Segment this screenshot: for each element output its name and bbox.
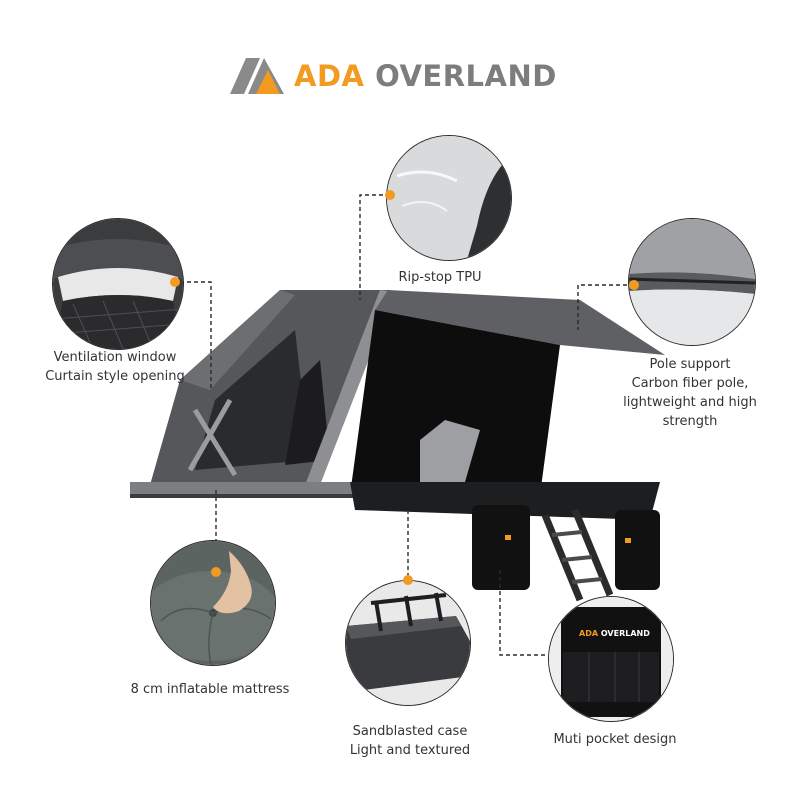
brand-name-overland: OVERLAND — [364, 59, 557, 93]
leader-dot — [403, 575, 413, 585]
pole-support-image — [628, 218, 756, 346]
leader-dot — [211, 567, 221, 577]
shoe-bag-right — [615, 510, 660, 590]
tpu-image — [386, 135, 512, 261]
tent-inner-dark — [285, 360, 330, 465]
tent-illustration — [130, 290, 665, 602]
mattress-caption: 8 cm inflatable mattress — [110, 680, 310, 699]
brand-logo-icon — [230, 58, 284, 94]
case-caption: Sandblasted case Light and textured — [320, 722, 500, 760]
ventilation-window-image — [52, 218, 184, 350]
pole-caption: Pole support Carbon fiber pole, lightwei… — [610, 355, 770, 431]
multi-pocket-image: ADA OVERLAND — [548, 596, 674, 722]
pole-caption-line4: strength — [662, 414, 718, 429]
brand-header: ADA OVERLAND — [230, 52, 557, 100]
ventilation-caption-line1: Ventilation window — [53, 350, 177, 365]
case-caption-line1: Sandblasted case — [352, 724, 468, 739]
pocket-caption-line1: Muti pocket design — [553, 732, 677, 747]
shoe-bag-left — [472, 505, 530, 590]
tpu-caption-line1: Rip-stop TPU — [398, 270, 482, 285]
pocket-bag-label: ADA OVERLAND — [579, 629, 650, 638]
tent-door-opening — [350, 310, 560, 495]
ventilation-caption: Ventilation window Curtain style opening — [30, 348, 200, 386]
ventilation-caption-line2: Curtain style opening — [45, 369, 185, 384]
pocket-caption: Muti pocket design — [535, 730, 695, 749]
tent-floor-extension — [350, 482, 660, 520]
case-caption-line2: Light and textured — [349, 743, 471, 758]
pocket-bag-label-ada: ADA — [579, 629, 599, 638]
pole-caption-line1: Pole support — [649, 357, 731, 372]
leader-dot — [170, 277, 180, 287]
leader-tpu — [359, 194, 390, 300]
mattress-image — [150, 540, 276, 666]
leader-pole — [577, 284, 634, 330]
tent-awning — [375, 290, 665, 355]
tent-frame-left-cross — [192, 408, 238, 477]
tent-interior-mattress — [420, 420, 480, 482]
leader-dot — [385, 190, 395, 200]
sandblasted-case-image — [345, 580, 471, 706]
pole-caption-line2: Carbon fiber pole, — [631, 376, 749, 391]
leader-dot — [629, 280, 639, 290]
brand-name: ADA OVERLAND — [294, 59, 557, 93]
pole-caption-line3: lightweight and high — [623, 395, 757, 410]
tpu-caption: Rip-stop TPU — [380, 268, 500, 287]
ladder-left-rail — [541, 513, 584, 602]
ladder-right-rail — [571, 508, 614, 597]
mattress-caption-line1: 8 cm inflatable mattress — [130, 682, 290, 697]
tent-shell-highlight — [180, 290, 295, 390]
brand-name-ada: ADA — [294, 59, 365, 93]
tent-side-window — [195, 330, 310, 470]
leader-pocket — [499, 570, 548, 656]
pocket-bag-label-overland: OVERLAND — [600, 629, 650, 638]
leader-ventilation — [180, 281, 212, 390]
